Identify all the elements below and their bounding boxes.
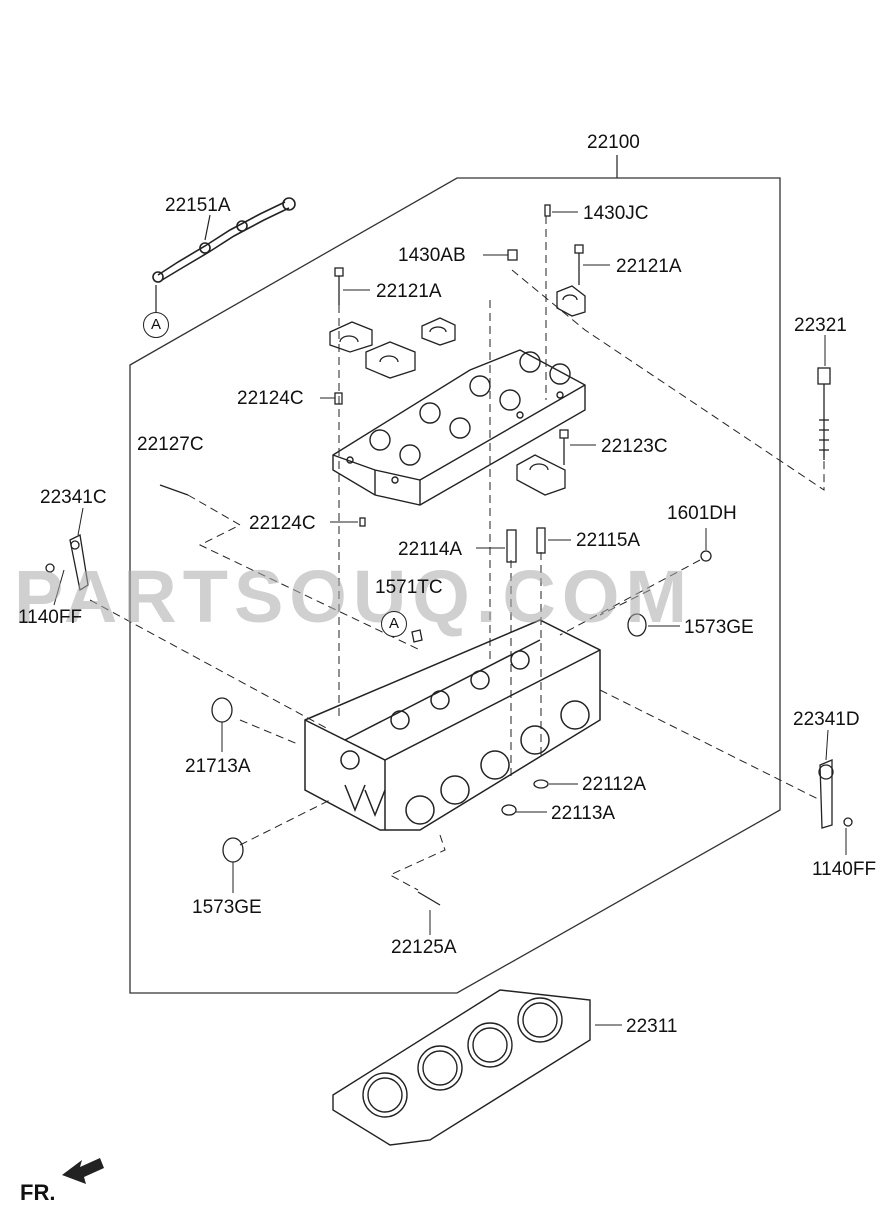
label-22311[interactable]: 22311 <box>626 1016 678 1037</box>
label-22123C[interactable]: 22123C <box>601 436 668 457</box>
label-22341C[interactable]: 22341C <box>40 487 107 508</box>
label-1573GE-left[interactable]: 1573GE <box>192 897 262 918</box>
label-1140FF-left[interactable]: 1140FF <box>18 607 83 628</box>
label-22112A[interactable]: 22112A <box>582 774 647 795</box>
label-22121A-right[interactable]: 22121A <box>616 256 682 277</box>
label-leaders <box>53 211 847 1026</box>
label-22321[interactable]: 22321 <box>794 315 847 336</box>
label-22113A[interactable]: 22113A <box>551 803 616 824</box>
wiring-harness-22151A <box>152 197 296 283</box>
label-21713A[interactable]: 21713A <box>185 756 251 777</box>
projection-lines <box>89 216 825 891</box>
label-1430JC[interactable]: 1430JC <box>583 203 649 224</box>
reference-a-upper: A <box>143 312 169 338</box>
label-22341D[interactable]: 22341D <box>793 709 860 730</box>
bearing-caps <box>329 285 586 496</box>
label-1571TC[interactable]: 1571TC <box>375 577 443 598</box>
label-22125A[interactable]: 22125A <box>391 937 457 958</box>
label-1573GE-right[interactable]: 1573GE <box>684 617 754 638</box>
label-22124C-bottom[interactable]: 22124C <box>249 513 316 534</box>
assembly-boundary <box>129 177 781 994</box>
cylinder-head <box>304 619 601 831</box>
watermark: PARTSOUQ.COM <box>14 555 694 638</box>
front-arrow-icon <box>62 1158 104 1184</box>
label-22124C-top[interactable]: 22124C <box>237 388 304 409</box>
camshaft-carrier <box>332 349 586 506</box>
label-22114A[interactable]: 22114A <box>398 539 463 560</box>
label-22100[interactable]: 22100 <box>587 132 640 153</box>
leader-22151A <box>204 214 211 241</box>
label-1140FF-right[interactable]: 1140FF <box>812 859 877 880</box>
label-1430AB[interactable]: 1430AB <box>398 245 466 266</box>
label-22127C[interactable]: 22127C <box>137 434 204 455</box>
head-gasket <box>332 989 591 1146</box>
label-22121A-left[interactable]: 22121A <box>376 281 442 302</box>
label-22151A[interactable]: 22151A <box>165 195 231 216</box>
lifting-brackets <box>45 534 853 829</box>
label-1601DH[interactable]: 1601DH <box>667 503 737 524</box>
reference-a-lower: A <box>381 611 407 637</box>
front-marker: FR. <box>20 1180 56 1205</box>
label-22115A[interactable]: 22115A <box>576 530 641 551</box>
